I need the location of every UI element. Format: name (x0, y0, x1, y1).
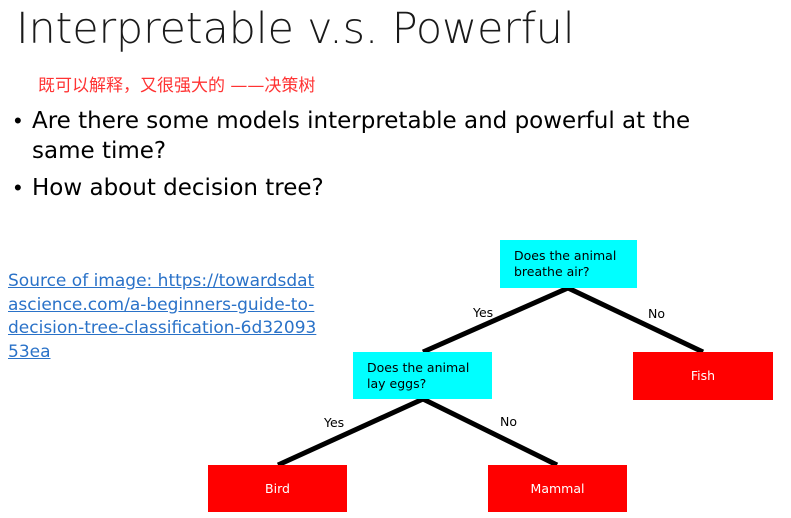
tree-node-root-label: Does the animal breathe air? (514, 248, 616, 280)
edge-lay-eggs-to-bird (276, 396, 425, 468)
edge-label-root-yes: Yes (473, 305, 494, 320)
list-item: • Are there some models interpretable an… (14, 106, 754, 166)
list-item: • How about decision tree? (14, 173, 754, 203)
bullet-text: Are there some models interpretable and … (32, 108, 691, 164)
bullet-marker-icon: • (14, 175, 22, 200)
tree-node-bird-label: Bird (265, 480, 290, 496)
tree-node-lay-eggs-line1: Does the animal (367, 359, 470, 375)
tree-node-bird[interactable]: Bird (208, 465, 347, 512)
edge-lay-eggs-to-mammal (421, 396, 559, 468)
tree-node-lay-eggs-label: Does the animal lay eggs? (367, 360, 469, 392)
tree-node-root-line1: Does the animal (514, 248, 617, 263)
edge-root-to-lay-eggs (421, 285, 570, 355)
tree-node-fish[interactable]: Fish (633, 352, 773, 400)
tree-node-root-line2: breathe air? (514, 264, 590, 279)
edge-label-lay-eggs-no: No (500, 414, 517, 429)
source-image-link[interactable]: Source of image: https://towardsdatascie… (8, 271, 317, 362)
tree-node-fish-label: Fish (690, 368, 716, 383)
tree-node-mammal-label: Mammal (530, 480, 585, 496)
bullet-marker-icon: • (14, 108, 22, 133)
tree-node-lay-eggs[interactable]: Does the animal lay eggs? (353, 352, 492, 399)
tree-node-root[interactable]: Does the animal breathe air? (500, 240, 637, 288)
page-title: Interpretable v.s. Powerful (16, 4, 575, 54)
edge-root-to-fish (566, 285, 705, 355)
chinese-annotation: 既可以解释，又很强大的 ——决策树 (38, 76, 316, 96)
bullet-list: • Are there some models interpretable an… (14, 106, 754, 210)
bullet-text: How about decision tree? (32, 175, 324, 201)
edge-label-lay-eggs-yes: Yes (324, 415, 345, 430)
edge-label-root-no: No (648, 306, 665, 321)
tree-node-lay-eggs-line2: lay eggs? (367, 375, 427, 391)
tree-node-mammal[interactable]: Mammal (488, 465, 627, 512)
